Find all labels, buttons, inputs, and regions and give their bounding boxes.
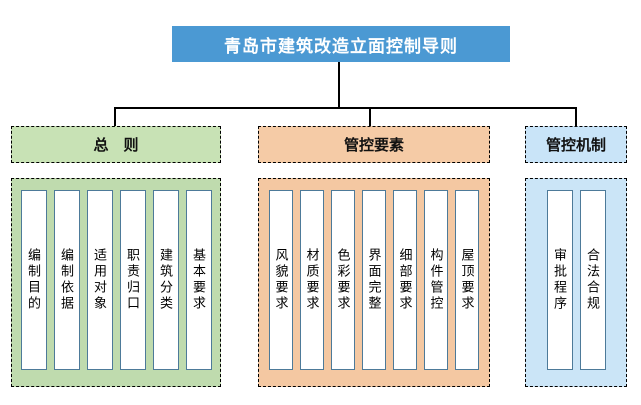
item-label: 屋顶要求: [459, 248, 475, 312]
item-label: 细部要求: [397, 248, 413, 312]
connector-line-horizontal: [114, 107, 577, 109]
item-box: 界面完整: [362, 190, 386, 370]
item-label: 色彩要求: [335, 248, 351, 312]
item-label: 审批程序: [552, 248, 567, 312]
group-header-general-principles: 总 则: [11, 126, 221, 163]
item-label: 风貌要求: [273, 248, 289, 312]
group-header-control-elements: 管控要素: [258, 126, 490, 163]
item-box: 材质要求: [300, 190, 324, 370]
item-label: 基本要求: [191, 248, 206, 312]
chart-title: 青岛市建筑改造立面控制导则: [172, 26, 510, 62]
item-box: 基本要求: [185, 190, 212, 370]
item-box: 合法合规: [579, 190, 606, 370]
group-header-control-mechanism: 管控机制: [525, 126, 627, 163]
item-label: 编制依据: [59, 248, 74, 312]
item-label: 材质要求: [304, 248, 320, 312]
item-label: 编制目的: [26, 248, 41, 312]
item-box: 职责归口: [119, 190, 146, 370]
item-label: 职责归口: [125, 248, 140, 312]
item-box: 编制目的: [20, 190, 47, 370]
item-box: 风貌要求: [269, 190, 293, 370]
item-box: 适用对象: [86, 190, 113, 370]
item-label: 建筑分类: [158, 248, 173, 312]
item-box: 细部要求: [393, 190, 417, 370]
item-label: 合法合规: [585, 248, 600, 312]
item-box: 构件管控: [424, 190, 448, 370]
item-box: 色彩要求: [331, 190, 355, 370]
item-box: 编制依据: [53, 190, 80, 370]
item-label: 界面完整: [366, 248, 382, 312]
group-panel-control-mechanism: 审批程序 合法合规: [525, 178, 627, 387]
item-box: 屋顶要求: [455, 190, 479, 370]
item-label: 适用对象: [92, 248, 107, 312]
connector-line-title-drop: [338, 62, 340, 107]
connector-line-drop-elements: [369, 107, 371, 126]
item-box: 建筑分类: [152, 190, 179, 370]
connector-line-drop-mechanism: [575, 107, 577, 126]
group-panel-control-elements: 风貌要求 材质要求 色彩要求 界面完整 细部要求 构件管控 屋顶要求: [258, 178, 490, 387]
item-box: 审批程序: [546, 190, 573, 370]
item-label: 构件管控: [428, 248, 444, 312]
connector-line-drop-general: [114, 107, 116, 126]
group-panel-general-principles: 编制目的 编制依据 适用对象 职责归口 建筑分类 基本要求: [11, 178, 221, 387]
